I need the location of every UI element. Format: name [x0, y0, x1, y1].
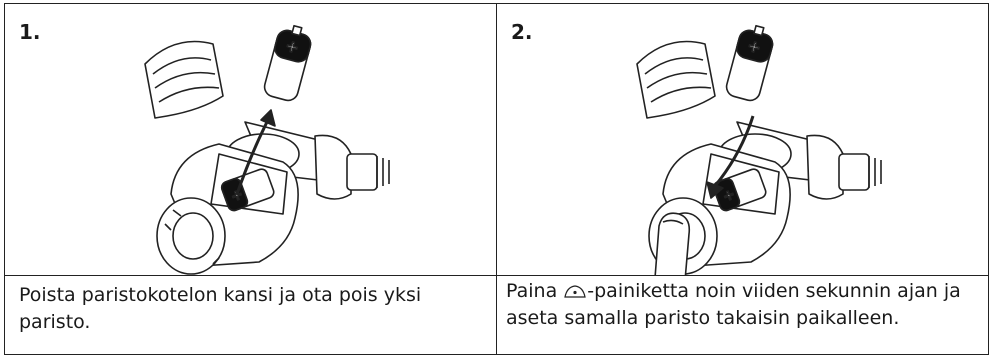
- step-2-illustration: + +: [636, 24, 882, 275]
- step-1-panel: 1. +: [5, 4, 496, 275]
- step-1-caption: Poista paristokotelon kansi ja ota pois …: [19, 284, 422, 333]
- step-2-caption: Paina -painiketta noin viiden sekunnin a…: [506, 278, 976, 332]
- svg-text:+: +: [283, 36, 301, 58]
- column-divider: [496, 4, 497, 354]
- row-divider: [5, 275, 988, 276]
- step-1-number: 1.: [19, 20, 41, 44]
- instruction-table: 1. +: [4, 3, 989, 355]
- step-2-caption-before: Paina: [506, 280, 564, 302]
- step-2-number: 2.: [511, 20, 533, 44]
- step-1-illustration: + +: [144, 24, 390, 275]
- step-2-caption-after: -painiketta noin viiden sekunnin ajan ja…: [506, 280, 961, 329]
- step-2-panel: 2. +: [497, 4, 988, 275]
- button-dot-icon: [564, 285, 586, 298]
- svg-text:+: +: [745, 36, 763, 58]
